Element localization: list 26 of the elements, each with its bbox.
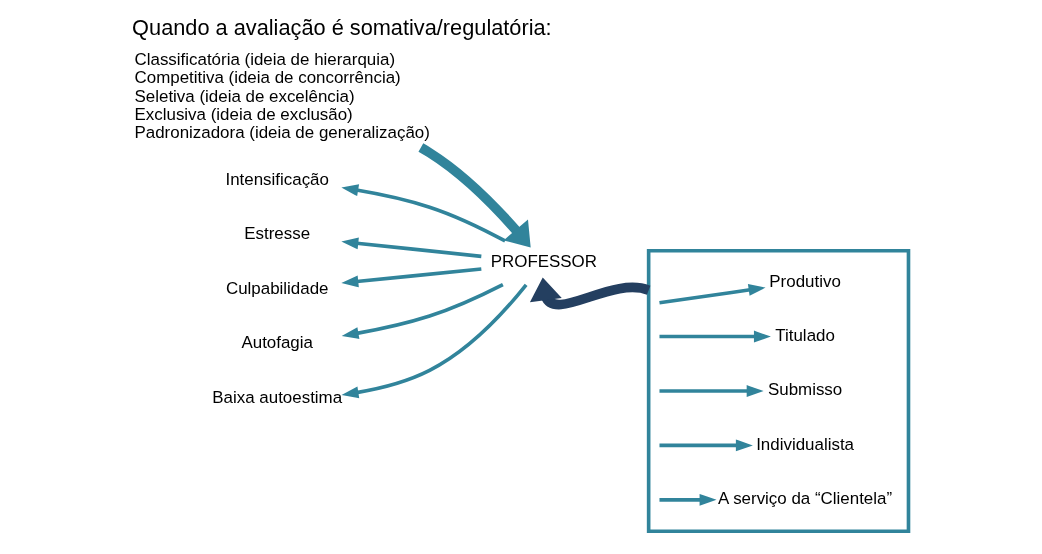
arrow — [340, 184, 506, 243]
node-text: A serviço da “Clientela” — [717, 489, 892, 509]
arrow — [658, 330, 771, 343]
arrow — [341, 283, 528, 399]
node-text: Intensificação — [224, 170, 329, 190]
arrow — [341, 283, 504, 339]
arrow — [529, 277, 650, 310]
node-text: PROFESSOR — [490, 252, 597, 272]
node-text: Individualista — [755, 434, 854, 454]
arrow — [658, 439, 753, 452]
node-text: Submisso — [767, 380, 842, 400]
arrow — [340, 237, 481, 259]
node-text: Produtivo — [768, 271, 841, 291]
arrow — [340, 267, 481, 288]
cluster — [646, 248, 910, 534]
node-text: Titulado — [774, 326, 835, 346]
diagram-title: Quando a avaliação é somativa/regulatória: — [131, 15, 552, 41]
arrow — [658, 493, 717, 506]
arrow — [658, 385, 764, 397]
node-text: Autofagia — [240, 333, 313, 353]
arrow — [417, 143, 531, 248]
node-text: Estresse — [243, 224, 310, 244]
node-text: Culpabilidade — [225, 278, 328, 298]
arrow — [658, 284, 766, 305]
node-text: Classificatória (ideia de hierarquia) Competitiva (ideia de concorrência) Seletiva (ideia de excelência) Exclusiva (ideia de exclusão) Padronizadora (ideia de generalização) — [134, 50, 430, 142]
node-text: Baixa autoestima — [211, 387, 342, 407]
